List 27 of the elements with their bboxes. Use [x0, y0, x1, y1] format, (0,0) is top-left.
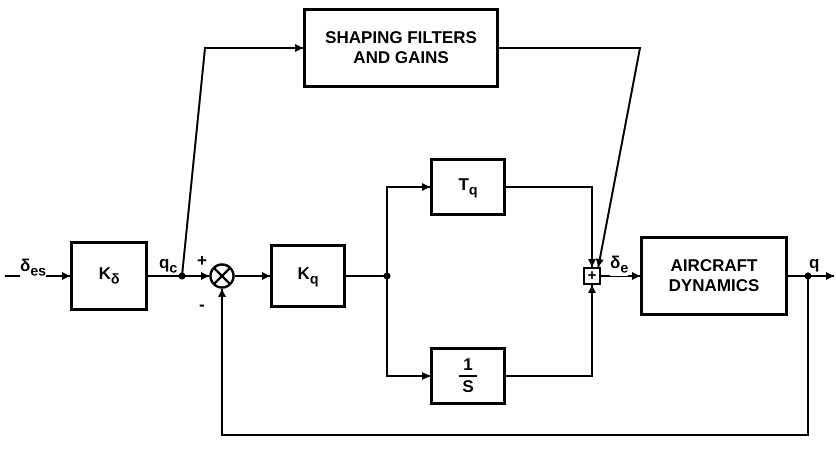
summing-block: [583, 267, 601, 285]
arrow: [235, 272, 270, 280]
plus-sign: +: [588, 267, 596, 285]
block: [270, 244, 346, 308]
signal-label: q$_{c}$: [159, 254, 178, 276]
block: [640, 236, 788, 316]
summing-junction: [209, 263, 235, 289]
block-label: AIRCRAFT DYNAMICS: [668, 256, 760, 296]
block-label: 1: [459, 355, 477, 377]
block: [430, 347, 506, 405]
signal-label: δ$_{es}$: [20, 257, 46, 279]
sign-label: -: [199, 296, 205, 313]
block-label: K$_{q}$: [298, 264, 318, 288]
block: [70, 241, 148, 311]
block-label: T$_{q}$: [458, 175, 478, 199]
block: [430, 158, 506, 216]
block: [303, 8, 499, 88]
arrow: [499, 47, 642, 268]
block-label: SHAPING FILTERS AND GAINS: [324, 28, 478, 68]
signal-label: δ$_{e}$: [610, 254, 628, 276]
arrow: [506, 285, 596, 377]
arrow: [506, 186, 596, 267]
arrow: [601, 272, 640, 280]
sign-label: +: [197, 252, 207, 269]
block-label: S: [462, 377, 474, 397]
block-label: K$_{δ}$: [98, 264, 120, 288]
arrow: [218, 275, 809, 436]
